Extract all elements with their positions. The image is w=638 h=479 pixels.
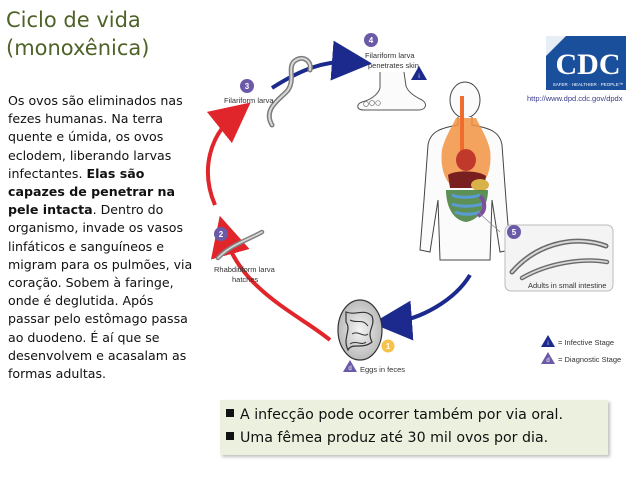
- callout-item-2: Uma fêmea produz até 30 mil ovos por dia…: [226, 430, 548, 446]
- description-bold: Elas são capazes de penetrar na pele int…: [8, 165, 176, 218]
- stage-2-circle: [214, 227, 228, 241]
- stage-5-number: 5: [512, 228, 517, 237]
- infective-marker-letter: i: [418, 74, 419, 80]
- legend-diagnostic-text: = Diagnostic Stage: [558, 355, 621, 364]
- description-part-1: Os ovos são eliminados nas fezes humanas…: [8, 93, 183, 181]
- legend-diagnostic-letter: d: [546, 358, 549, 364]
- eggs-marker-letter: d: [348, 366, 351, 372]
- stage-1-number: 1: [386, 342, 391, 351]
- human-body-illustration: [419, 81, 511, 261]
- title-line-2: (monoxênica): [6, 36, 150, 60]
- stage-2-label-line-1: Rhabditiform larva: [214, 265, 276, 274]
- legend-infective-icon: [541, 335, 555, 347]
- stage-5-circle: [507, 225, 521, 239]
- stage-2-label-line-2: hatches: [232, 275, 259, 284]
- foot-illustration: [357, 71, 426, 111]
- stage-3-circle: [240, 79, 254, 93]
- info-callout-box: A infecção pode ocorrer também por via o…: [220, 400, 608, 455]
- stage-4-number: 4: [369, 36, 374, 45]
- callout-item-1: A infecção pode ocorrer também por via o…: [226, 407, 563, 423]
- description-text: Os ovos são eliminados nas fezes humanas…: [8, 92, 196, 383]
- stage-3-number: 3: [245, 82, 250, 91]
- blue-arrow-intestine-to-eggs: [372, 273, 472, 341]
- cdc-logo-text: CDC: [556, 48, 621, 81]
- stage-2-number: 2: [219, 230, 224, 239]
- infective-stage-marker: [411, 66, 427, 80]
- diagnostic-stage-marker-eggs: [343, 360, 357, 372]
- cdc-logo: CDC SAFER · HEALTHIER · PEOPLE™: [546, 36, 626, 90]
- bullet-square-icon: [226, 432, 234, 440]
- stage-1-circle: [381, 339, 395, 353]
- slide-title: Ciclo de vida (monoxênica): [6, 6, 191, 62]
- stage-5-label: Adults in small intestine: [528, 281, 606, 290]
- legend-infective-letter: i: [547, 341, 548, 347]
- stage-4-label-line-2: penetrates skin: [368, 61, 419, 70]
- callout-item-1-text: A infecção pode ocorrer também por via o…: [240, 407, 563, 423]
- legend-diagnostic-icon: [541, 352, 555, 364]
- stage-4-label-line-1: Filariform larva: [365, 51, 415, 60]
- description-part-2: . Dentro do organismo, invade os vasos l…: [8, 202, 193, 382]
- red-arrow-eggs-to-rhabditiform: [210, 215, 332, 342]
- bullet-square-icon: [226, 409, 234, 417]
- red-arrow-rhabditiform-to-filariform: [206, 102, 251, 206]
- cdc-url: http://www.dpd.cdc.gov/dpdx: [527, 94, 623, 103]
- title-line-1: Ciclo de vida: [6, 8, 141, 32]
- legend-infective-text: = Infective Stage: [558, 338, 614, 347]
- eggs-label: Eggs in feces: [360, 365, 405, 374]
- stage-4-circle: [364, 33, 378, 47]
- cdc-tagline: SAFER · HEALTHIER · PEOPLE™: [553, 82, 623, 87]
- egg-illustration: [337, 299, 383, 361]
- stage-3-label: Filariform larva: [224, 96, 274, 105]
- filariform-larva: [266, 55, 313, 128]
- callout-item-2-text: Uma fêmea produz até 30 mil ovos por dia…: [240, 430, 549, 446]
- adults-in-intestine-panel: [477, 211, 614, 292]
